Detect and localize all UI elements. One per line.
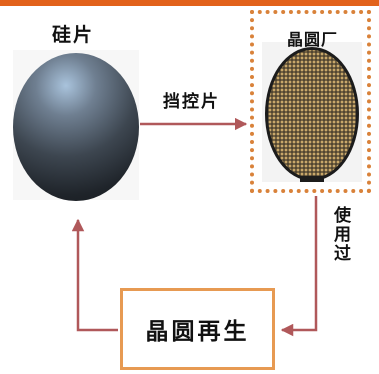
arrow-regeneration-to-wafer	[71, 218, 118, 332]
fab-wafer-notch	[300, 176, 324, 182]
regeneration-box: 晶圆再生	[120, 288, 275, 370]
wafer-image	[13, 53, 139, 201]
fab-wafer-dies	[268, 50, 356, 178]
used-edge-label: 使用过	[330, 206, 350, 263]
fab-box	[250, 10, 371, 193]
wafer-label: 硅片	[52, 24, 95, 46]
regeneration-label: 晶圆再生	[145, 319, 250, 345]
arrow-fab-to-regeneration	[280, 196, 318, 337]
fab-label: 晶圆厂	[287, 30, 339, 49]
dummy-wafer-edge-label: 挡控片	[163, 92, 220, 112]
top-accent-bar	[0, 0, 379, 6]
